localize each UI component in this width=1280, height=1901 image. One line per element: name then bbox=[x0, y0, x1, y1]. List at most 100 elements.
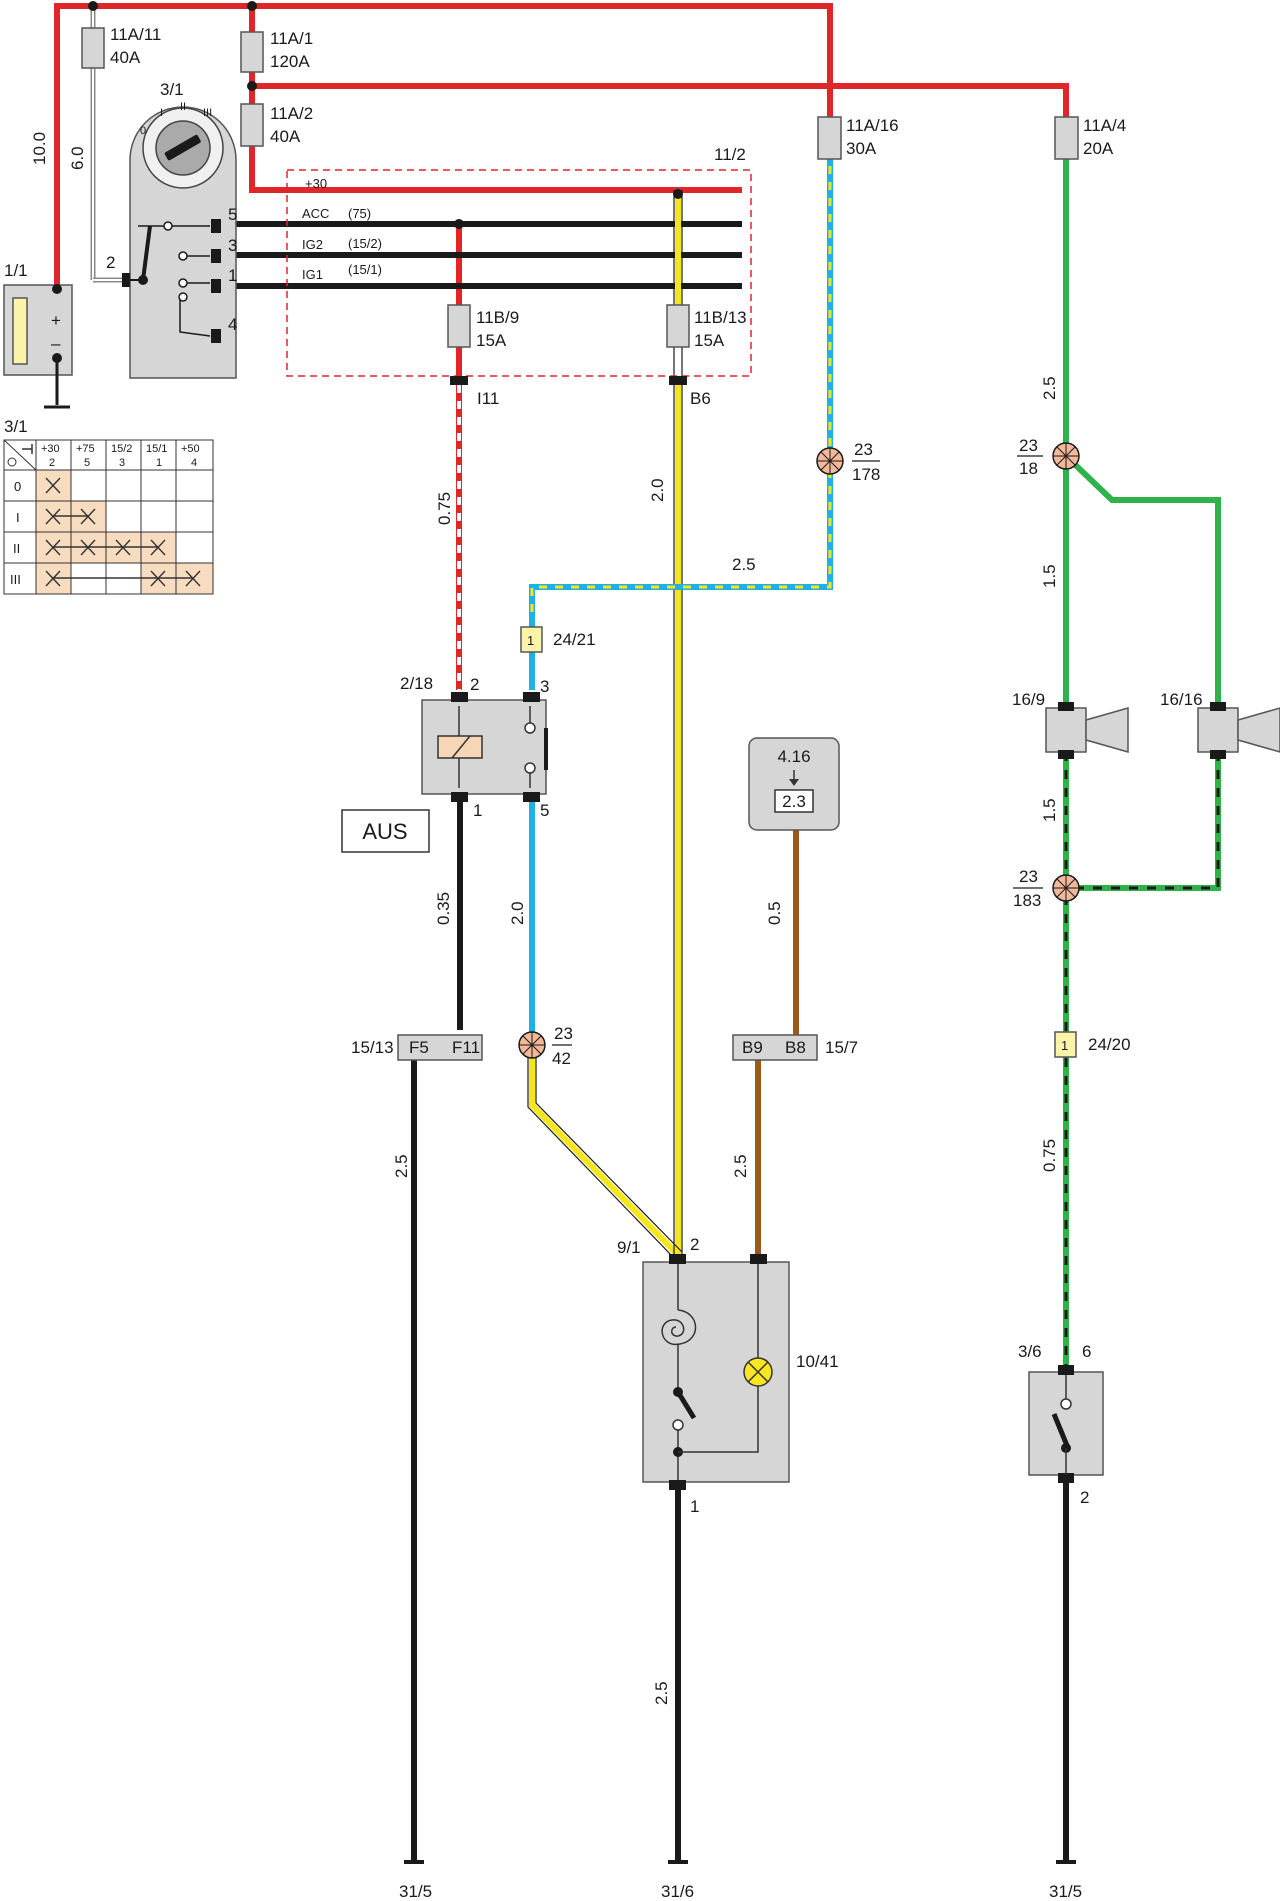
motor-9-1: 9/1 2 1 bbox=[617, 1235, 790, 1516]
svg-text:31/5: 31/5 bbox=[399, 1882, 432, 1901]
wire-size-labels: 10.0 6.0 0.75 2.0 2.5 2.5 1.5 1.5 0.35 2… bbox=[30, 132, 1059, 1705]
svg-text:1: 1 bbox=[1061, 1038, 1068, 1053]
fuse-11b-13: 11B/13 15A bbox=[666, 304, 747, 350]
svg-text:11/2: 11/2 bbox=[714, 145, 746, 164]
fuse-11a-1: 11A/1 120A bbox=[240, 29, 313, 73]
svg-text:40A: 40A bbox=[110, 48, 141, 67]
connector-24-21: 1 24/21 bbox=[520, 626, 596, 653]
svg-text:11B/9: 11B/9 bbox=[476, 308, 519, 327]
svg-text:AUS: AUS bbox=[362, 819, 407, 844]
brown-wire bbox=[755, 830, 799, 1255]
svg-text:15/13: 15/13 bbox=[351, 1038, 394, 1057]
svg-text:2: 2 bbox=[1080, 1488, 1089, 1507]
svg-text:31/6: 31/6 bbox=[661, 1882, 694, 1901]
svg-text:15/7: 15/7 bbox=[825, 1038, 858, 1057]
svg-text:15A: 15A bbox=[694, 331, 725, 350]
svg-text:5: 5 bbox=[84, 457, 90, 469]
aus-box: AUS bbox=[341, 809, 430, 853]
svg-text:15/2: 15/2 bbox=[111, 443, 132, 455]
connector-24-20: 1 24/20 bbox=[1054, 1031, 1131, 1058]
svg-text:23: 23 bbox=[1019, 867, 1038, 886]
ground-31-6: 31/6 bbox=[661, 1860, 694, 1901]
svg-text:5: 5 bbox=[228, 205, 237, 224]
svg-text:6.0: 6.0 bbox=[68, 146, 87, 170]
svg-text:2.5: 2.5 bbox=[652, 1681, 671, 1705]
svg-text:2.5: 2.5 bbox=[1040, 376, 1059, 400]
svg-text:II: II bbox=[180, 101, 186, 113]
horn-16-16: 16/16 bbox=[1160, 690, 1280, 759]
svg-text:I: I bbox=[16, 510, 20, 525]
relay-2-18: 2/18 2 3 1 5 bbox=[400, 674, 549, 820]
svg-text:2.5: 2.5 bbox=[731, 1154, 750, 1178]
svg-text:0.75: 0.75 bbox=[435, 492, 454, 525]
black-wires bbox=[411, 800, 1069, 1862]
lamp-10-41: 10/41 bbox=[743, 1352, 839, 1387]
svg-text:120A: 120A bbox=[270, 52, 310, 71]
svg-text:2.5: 2.5 bbox=[732, 555, 756, 574]
battery: 1/1 + – bbox=[3, 261, 73, 409]
svg-text:IG1: IG1 bbox=[302, 267, 323, 282]
svg-text:+75: +75 bbox=[76, 443, 95, 455]
svg-text:+30: +30 bbox=[305, 176, 327, 191]
svg-text:15/1: 15/1 bbox=[146, 443, 167, 455]
svg-text:III: III bbox=[10, 572, 21, 587]
svg-text:11A/16: 11A/16 bbox=[846, 116, 899, 135]
svg-text:1: 1 bbox=[228, 266, 237, 285]
svg-text:–: – bbox=[51, 334, 61, 353]
svg-text:(75): (75) bbox=[348, 206, 371, 221]
svg-text:3: 3 bbox=[540, 677, 549, 696]
svg-text:178: 178 bbox=[852, 465, 880, 484]
svg-text:9/1: 9/1 bbox=[617, 1238, 641, 1257]
svg-text:1: 1 bbox=[527, 633, 534, 648]
svg-text:(15/1): (15/1) bbox=[348, 262, 382, 277]
green-wires bbox=[1063, 150, 1221, 1370]
fuse-11a-16: 11A/16 30A bbox=[817, 116, 899, 160]
svg-text:0: 0 bbox=[14, 479, 21, 494]
svg-text:40A: 40A bbox=[270, 127, 301, 146]
svg-text:+30: +30 bbox=[41, 443, 60, 455]
svg-text:1: 1 bbox=[473, 801, 482, 820]
splice-23-183: 23 183 bbox=[1013, 867, 1080, 910]
svg-text:I: I bbox=[160, 107, 163, 119]
fuse-11b-9: 11B/9 15A bbox=[447, 304, 519, 350]
svg-text:2.5: 2.5 bbox=[392, 1154, 411, 1178]
yellow-wires bbox=[529, 190, 681, 1258]
svg-text:I11: I11 bbox=[477, 389, 499, 408]
svg-text:11A/11: 11A/11 bbox=[110, 25, 161, 44]
svg-text:15A: 15A bbox=[476, 331, 507, 350]
svg-text:0.5: 0.5 bbox=[765, 901, 784, 925]
svg-text:III: III bbox=[203, 107, 212, 119]
svg-text:20A: 20A bbox=[1083, 139, 1114, 158]
fuse-11a-11: 11A/11 40A bbox=[81, 25, 161, 69]
svg-text:2/18: 2/18 bbox=[400, 674, 433, 693]
ground-31-5-right: 31/5 bbox=[1049, 1860, 1082, 1901]
svg-text:23: 23 bbox=[854, 440, 873, 459]
svg-text:3/1: 3/1 bbox=[4, 417, 28, 436]
svg-text:F5: F5 bbox=[409, 1038, 429, 1057]
svg-text:+50: +50 bbox=[181, 443, 200, 455]
ecu-reference-box: 4.16 2.3 bbox=[748, 737, 840, 831]
svg-text:10.0: 10.0 bbox=[30, 132, 49, 165]
svg-text:3: 3 bbox=[228, 236, 237, 255]
svg-text:6: 6 bbox=[1082, 1342, 1091, 1361]
svg-text:16/16: 16/16 bbox=[1160, 690, 1203, 709]
svg-text:11A/4: 11A/4 bbox=[1083, 116, 1126, 135]
svg-text:(15/2): (15/2) bbox=[348, 236, 382, 251]
horn-switch-3-6: 3/6 6 2 bbox=[1018, 1342, 1104, 1507]
horn-16-9: 16/9 bbox=[1012, 690, 1129, 759]
fuse-11a-2: 11A/2 40A bbox=[240, 103, 313, 147]
svg-text:ACC: ACC bbox=[302, 206, 329, 221]
svg-text:4: 4 bbox=[191, 457, 197, 469]
svg-text:0.75: 0.75 bbox=[1040, 1139, 1059, 1172]
svg-text:31/5: 31/5 bbox=[1049, 1882, 1082, 1901]
svg-text:II: II bbox=[13, 541, 20, 556]
svg-text:1.5: 1.5 bbox=[1040, 564, 1059, 588]
svg-text:2.3: 2.3 bbox=[782, 792, 806, 811]
svg-text:0: 0 bbox=[140, 125, 146, 137]
svg-text:24/21: 24/21 bbox=[553, 630, 596, 649]
svg-text:4: 4 bbox=[228, 315, 237, 334]
svg-text:2: 2 bbox=[106, 253, 115, 272]
bus-bars bbox=[210, 221, 742, 289]
svg-text:4.16: 4.16 bbox=[777, 747, 810, 766]
